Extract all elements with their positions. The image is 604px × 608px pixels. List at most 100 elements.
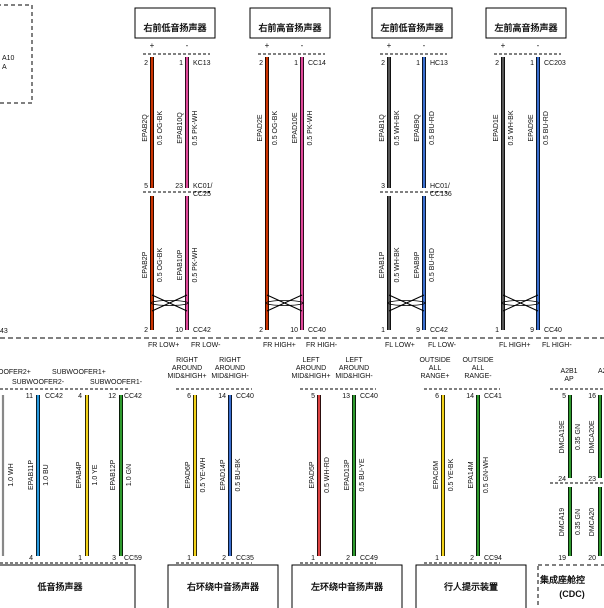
upper-wire-minus-spec: 0.5 BU-RD — [429, 111, 436, 145]
component-box — [537, 564, 604, 608]
mid-pin-minus: 23 — [175, 183, 183, 190]
top-pin-plus: 2 — [381, 60, 385, 67]
top-pin-minus: 1 — [530, 60, 534, 67]
component-box — [0, 564, 136, 608]
component-name: 低音扬声器 — [36, 581, 83, 592]
lower-wire-minus-spec: 0.5 PK-WH — [192, 247, 199, 282]
wire-4-spec: 1.0 GN — [126, 464, 133, 486]
top-connector-id: CC40 — [236, 393, 254, 400]
component-box — [167, 564, 279, 608]
upper-wire-plus-spec: 0.5 OG-BK — [157, 111, 164, 146]
wire-lower-1-code: DMCA19 — [559, 508, 566, 537]
bottom-pin-2: 2 — [222, 555, 226, 562]
bottom-pin-1: 4 — [29, 555, 33, 562]
wire-upper-1-code: DMCA19E — [559, 420, 566, 453]
bottom-pin-2: 2 — [346, 555, 350, 562]
left-pin-number: 43 — [0, 328, 8, 335]
wire-plus-code: EPAD5P — [309, 461, 316, 488]
upper-wire-minus-spec: 0.5 BU-RD — [543, 111, 550, 145]
twisted-pair-marker — [151, 294, 188, 312]
top-pin-2: 13 — [342, 393, 350, 400]
speaker-box — [485, 7, 567, 39]
component-name: 集成座舱控 — [539, 574, 585, 585]
top-connector-id: CC40 — [360, 393, 378, 400]
plus-sign: + — [265, 41, 270, 50]
wire-plus-spec: 0.5 WH-RD — [324, 457, 331, 493]
bottom-pin-plus: 2 — [259, 327, 263, 334]
signal-label-3: SUBWOOFER1+ — [52, 369, 106, 376]
wire-1-spec: 1.0 WH — [8, 463, 15, 486]
signal-minus-label: FL HIGH- — [542, 342, 572, 349]
wire-3-spec: 1.0 YE — [92, 464, 99, 485]
wire-plus-code: EPAD6P — [185, 461, 192, 488]
lower-wire-minus-code: EPAB10P — [177, 249, 184, 280]
upper-wire-plus-code: EPAD2E — [257, 114, 264, 141]
signal-label-4: SUBWOOFER1- — [90, 379, 143, 386]
wire-plus-spec: 0.5 YE-BK — [448, 458, 455, 491]
bottom-connector-id: CC59 — [124, 555, 142, 562]
top-pin-2: 14 — [466, 393, 474, 400]
signal-plus-label: FR HIGH+ — [263, 342, 296, 349]
top-pin-2: 16 — [588, 393, 596, 400]
wire-lower-2-code: DMCA20 — [589, 508, 596, 537]
top-pin-1: 5 — [562, 393, 566, 400]
wire-minus-code: EPA14M — [468, 461, 475, 488]
component-subname: (CDC) — [559, 589, 585, 599]
mid-pin-2: 23 — [588, 476, 596, 483]
mid-connector-id: KC01/CC25 — [193, 183, 213, 198]
top-connector-id: CC203 — [544, 60, 566, 67]
signal-minus-label: FL LOW- — [428, 342, 457, 349]
mid-pin-plus: 3 — [381, 183, 385, 190]
wire-3-code: EPAB4P — [76, 461, 83, 488]
top-pin-2: 14 — [218, 393, 226, 400]
top-connector-id: KC13 — [193, 60, 211, 67]
top-pin-1: 6 — [187, 393, 191, 400]
bottom-connector-id: CC40 — [544, 327, 562, 334]
lower-wire-plus-code: EPAB1P — [379, 251, 386, 278]
mid-pin-plus: 5 — [144, 183, 148, 190]
bottom-pin-1: 1 — [311, 555, 315, 562]
module-label-2: A — [2, 64, 7, 71]
twisted-pair-marker-loop — [265, 300, 304, 306]
signal-plus-label: FL LOW+ — [385, 342, 415, 349]
signal-label-2: SUBWOOFER2- — [12, 379, 65, 386]
mid-connector-id: HC01/CC136 — [430, 183, 452, 198]
signal-plus-label: FR LOW+ — [148, 342, 179, 349]
wire-lower-1-spec: 0.35 GN — [575, 509, 582, 535]
lower-wire-plus-spec: 0.5 WH-BK — [394, 247, 401, 282]
twisted-pair-marker — [502, 294, 539, 312]
top-pin-1: 11 — [26, 393, 33, 400]
upper-wire-minus-spec: 0.5 PK-WH — [307, 110, 314, 145]
upper-wire-plus-spec: 0.5 WH-BK — [394, 110, 401, 145]
lower-wire-plus-code: EPAB2P — [142, 251, 149, 278]
speaker-box — [249, 7, 331, 39]
upper-wire-minus-code: EPAD10E — [292, 112, 299, 143]
speaker-box — [134, 7, 216, 39]
bottom-pin-2: 2 — [470, 555, 474, 562]
wire-minus-spec: 0.5 BU-YE — [359, 458, 366, 491]
top-pin-1: 6 — [435, 393, 439, 400]
signal-label-2: A2 — [598, 368, 604, 375]
top-pin-plus: 2 — [495, 60, 499, 67]
module-label-1: A10 — [2, 55, 15, 62]
top-connector-id-2: CC42 — [124, 393, 142, 400]
group-cdc: A2B1APA2516DMCA19E0.35 GNDMCA20E2423DMCA… — [537, 368, 604, 608]
bottom-pin-2: 20 — [588, 555, 596, 562]
top-pin-3: 12 — [108, 393, 116, 400]
top-connector-id: CC14 — [308, 60, 326, 67]
wire-minus-spec: 0.5 GN-WH — [483, 457, 490, 493]
bottom-connector-id: CC49 — [360, 555, 378, 562]
top-pin-2: 4 — [78, 393, 82, 400]
upper-wire-plus-spec: 0.5 WH-BK — [508, 110, 515, 145]
bottom-pin-plus: 1 — [381, 327, 385, 334]
minus-sign: - — [423, 41, 426, 50]
bottom-pin-3: 3 — [112, 555, 116, 562]
component-name: 行人提示装置 — [443, 581, 498, 592]
wire-minus-code: EPAD14P — [220, 459, 227, 490]
